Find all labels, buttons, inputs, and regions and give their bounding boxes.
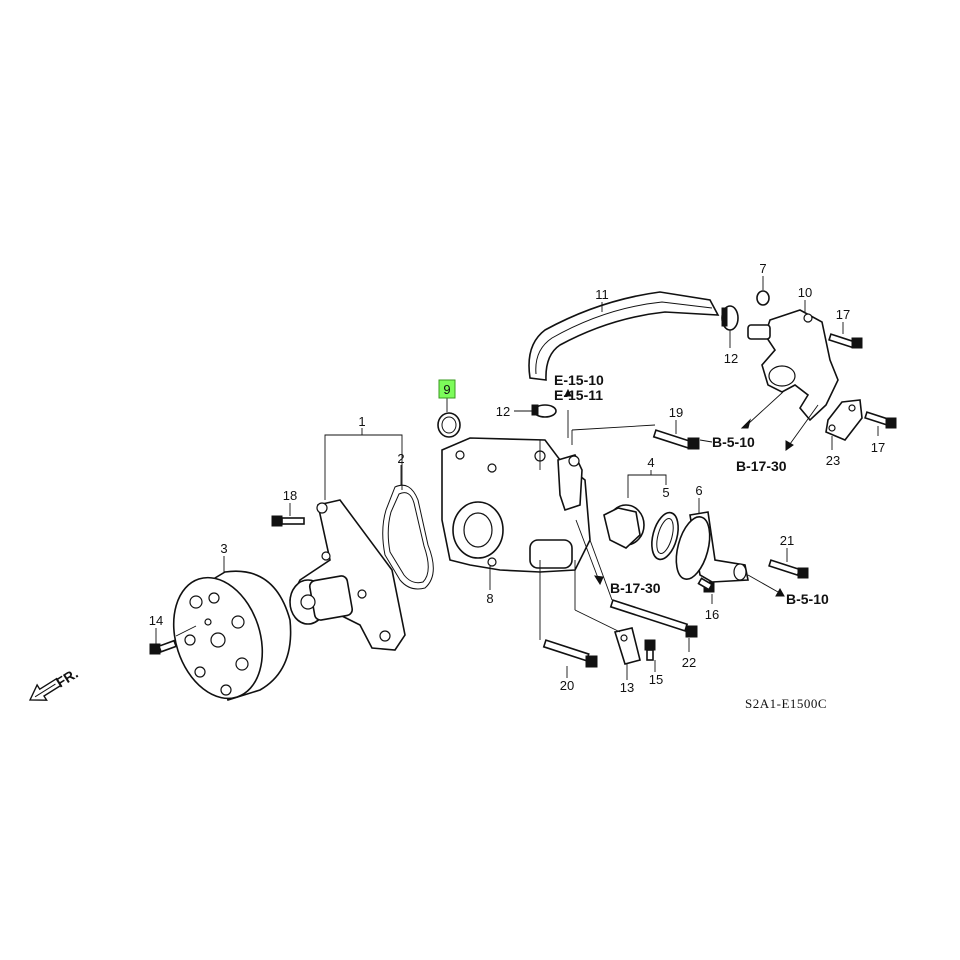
- label-part-7: 7: [759, 261, 766, 276]
- label-part-15: 15: [649, 672, 663, 687]
- bolt-part-16[interactable]: [697, 577, 715, 593]
- water-passage-housing-part-8[interactable]: [441, 437, 591, 573]
- ref-b-17-30-top[interactable]: B-17-30: [736, 458, 787, 474]
- ref-e-15-10[interactable]: E-15-10: [554, 372, 604, 388]
- bolt-part-17-upper[interactable]: [828, 333, 863, 349]
- pulley-part-3[interactable]: [159, 566, 292, 710]
- label-part-23: 23: [826, 453, 840, 468]
- bolt-part-22[interactable]: [609, 599, 698, 638]
- o-ring-part-7[interactable]: [756, 290, 770, 306]
- bolt-part-20[interactable]: [542, 639, 598, 668]
- bracket-part-23[interactable]: [825, 399, 863, 441]
- hose-part-11[interactable]: [528, 291, 720, 381]
- front-arrow-icon: [28, 677, 62, 701]
- label-part-12-upper: 12: [724, 351, 738, 366]
- water-pump-part-1[interactable]: [289, 499, 406, 651]
- label-part-19: 19: [669, 405, 683, 420]
- bracket-part-13[interactable]: [613, 627, 641, 665]
- label-part-17-upper: 17: [836, 307, 850, 322]
- label-part-4: 4: [647, 455, 654, 470]
- label-part-5: 5: [662, 485, 669, 500]
- label-part-3: 3: [220, 541, 227, 556]
- o-ring-part-9[interactable]: [437, 412, 461, 438]
- label-part-2: 2: [397, 451, 404, 466]
- label-part-17-lower: 17: [871, 440, 885, 455]
- label-part-6: 6: [695, 483, 702, 498]
- thermostat-gasket-part-5[interactable]: [647, 510, 683, 563]
- label-part-10: 10: [798, 285, 812, 300]
- label-part-16: 16: [705, 607, 719, 622]
- label-part-14: 14: [149, 613, 163, 628]
- label-part-21: 21: [780, 533, 794, 548]
- label-part-18: 18: [283, 488, 297, 503]
- label-part-22: 22: [682, 655, 696, 670]
- bolt-part-15[interactable]: [644, 639, 656, 661]
- hose-clamp-part-12-lower[interactable]: [531, 404, 557, 418]
- label-part-20: 20: [560, 678, 574, 693]
- ref-b-5-10-top[interactable]: B-5-10: [712, 434, 755, 450]
- label-part-11: 11: [595, 287, 609, 302]
- leader-lines: [155, 276, 879, 680]
- bolt-part-21[interactable]: [768, 559, 809, 579]
- water-outlet-part-10[interactable]: [747, 309, 839, 422]
- ref-e-15-11[interactable]: E-15-11: [554, 387, 603, 403]
- bolt-part-18[interactable]: [271, 515, 305, 527]
- label-part-8: 8: [486, 591, 493, 606]
- label-part-1: 1: [358, 414, 365, 429]
- diagram-code: S2A1-E1500C: [745, 696, 827, 711]
- bolt-part-19[interactable]: [652, 429, 700, 450]
- highlight-box-part-9: [438, 379, 456, 399]
- bolt-part-17-lower[interactable]: [864, 411, 897, 429]
- thermostat-cover-part-6[interactable]: [670, 511, 749, 583]
- ref-b-17-30-mid[interactable]: B-17-30: [610, 580, 661, 596]
- label-part-13: 13: [620, 680, 634, 695]
- hose-clamp-part-12-upper[interactable]: [721, 305, 739, 331]
- gasket-part-2[interactable]: [382, 484, 434, 590]
- bolt-part-14[interactable]: [149, 639, 178, 655]
- ref-b-5-10-bottom[interactable]: B-5-10: [786, 591, 829, 607]
- label-part-12-lower: 12: [496, 404, 510, 419]
- label-part-9[interactable]: 9: [443, 382, 450, 397]
- thermostat-part-4[interactable]: [603, 504, 645, 549]
